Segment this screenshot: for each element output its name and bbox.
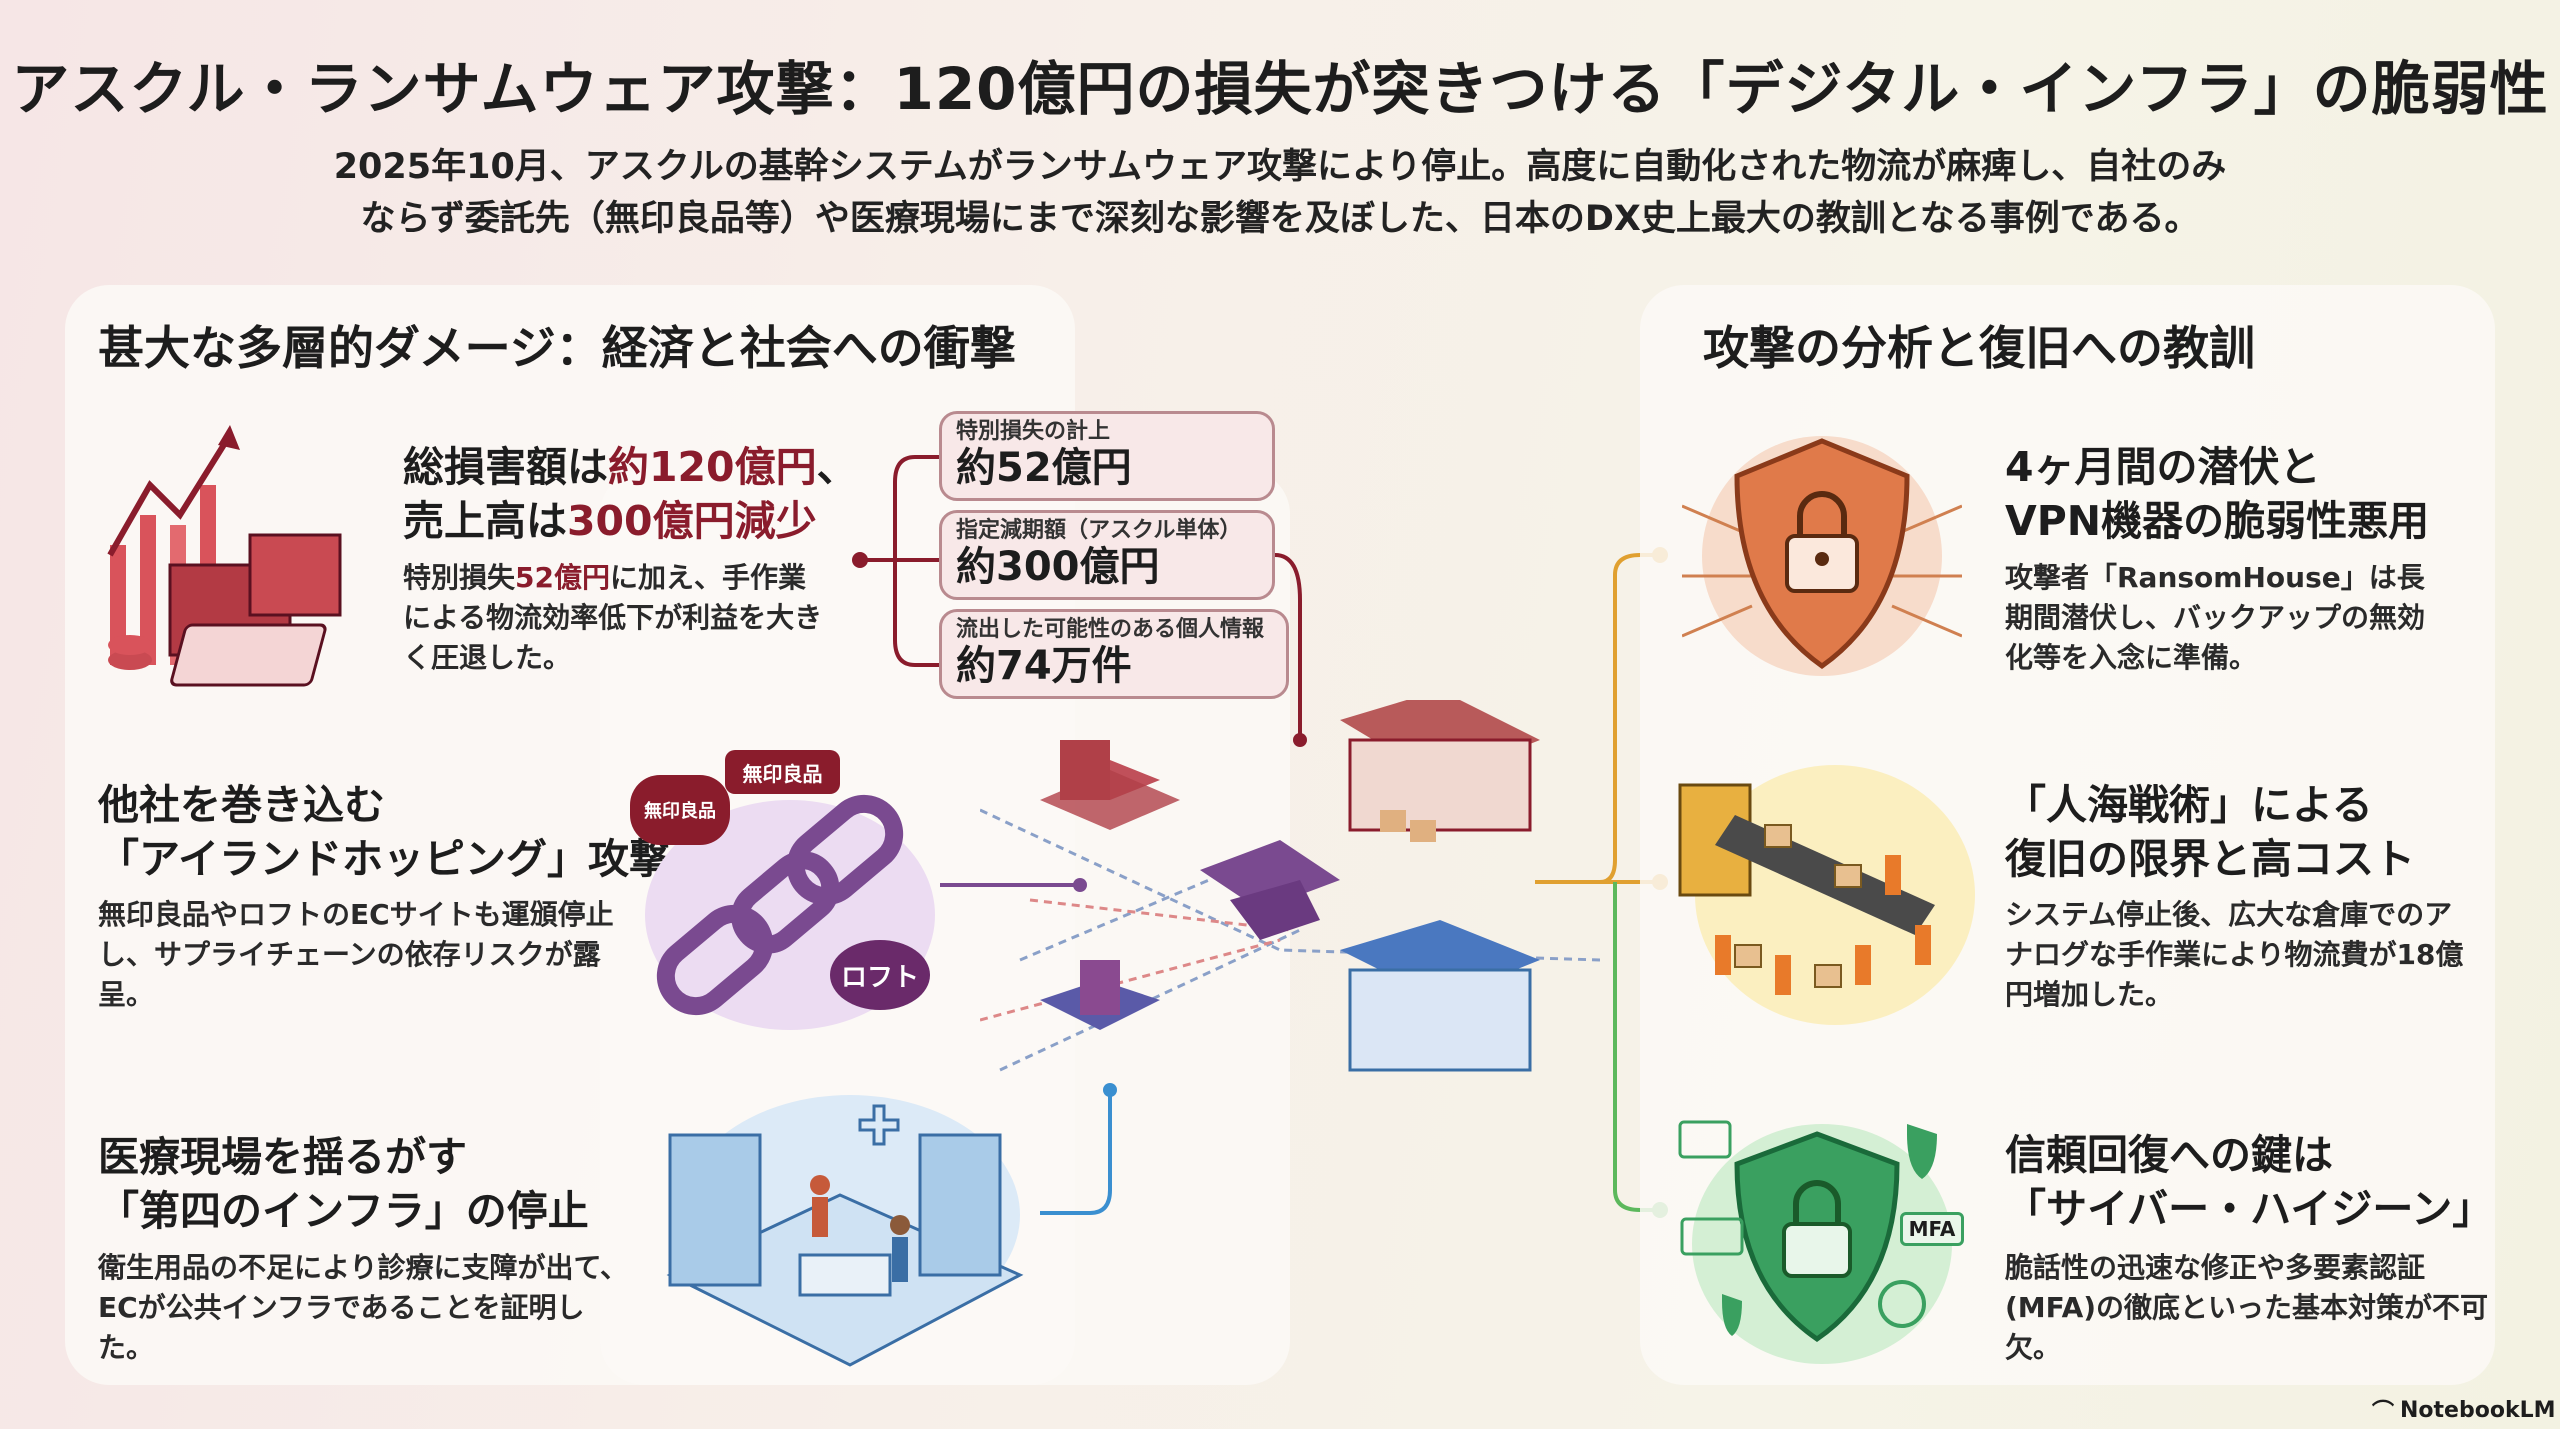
highlight-special-loss: 52億円: [515, 561, 610, 594]
subtitle-line-1: 2025年10月、アスクルの基幹システムがランサムウェア攻撃により停止。高度に自…: [333, 147, 2227, 187]
stat-label: 流出した可能性のある個人情報: [956, 617, 1265, 642]
stat-leaked-data: 流出した可能性のある個人情報約74万件: [939, 609, 1289, 699]
right-item-1-body: 攻撃者「RansomHouse」は長期間潜伏し、バックアップの無効化等を入念に準…: [2005, 561, 2426, 674]
title-line: 他社を巻き込む: [98, 781, 385, 829]
medical-room-illustration: [666, 1095, 1024, 1367]
page-title: アスクル・ランサムウェア攻撃：120億円の損失が突きつける「デジタル・インフラ」…: [11, 55, 2549, 123]
money-chart-illustration: [107, 425, 342, 687]
stat-label: 指定減期額（アスクル単体）: [956, 518, 1242, 543]
title-text: 売上高は: [403, 497, 567, 545]
title-text: 、: [816, 443, 858, 491]
mfa-badge: MFA: [1900, 1212, 1964, 1246]
item-2-body: 無印良品やロフトのECサイトも運頒停止し、サプライチェーンの依存リスクが露呈。: [98, 898, 614, 1011]
stat-value: 約52億円: [956, 445, 1132, 491]
item-3-body: 衛生用品の不足により診療に支障が出て、ECが公共インフラであることを証明した。: [98, 1251, 629, 1364]
muji-tag-2: 無印良品: [725, 750, 840, 794]
highlight-sales-drop: 300億円減少: [567, 497, 817, 545]
subtitle-line-2: ならず委託先（無印良品等）や医療現場にまで深刻な影響を及ぼした、日本のDX史上最…: [360, 199, 2200, 239]
right-item-2-body: システム停止後、広大な倉庫でのアナログな手作業により物流費が18億円増加した。: [2005, 898, 2464, 1011]
item-2-title: 他社を巻き込む「アイランドホッピング」攻撃: [98, 778, 670, 886]
body-text: 特別損失: [403, 561, 516, 594]
left-section-heading: 甚大な多層的ダメージ：経済と社会への衝撃: [98, 321, 1016, 375]
right-section-heading: 攻撃の分析と復旧への教訓: [1703, 321, 2255, 375]
title-line: 医療現場を揺るがす: [98, 1133, 467, 1181]
network-warehouses-illustration: [980, 700, 1600, 1072]
right-item-3-title: 信頼回復への鍵は「サイバー・ハイジーン」: [2005, 1128, 2493, 1236]
stat-special-loss: 特別損失の計上約52億円: [939, 411, 1275, 501]
notebooklm-brand: ⌒NotebookLM: [2372, 1394, 2556, 1426]
item-3-title: 医療現場を揺るがす「第四のインフラ」の停止: [98, 1130, 589, 1238]
muji-tag-1: 無印良品: [630, 775, 730, 845]
item-1-body: 特別損失52億円に加え、手作業による物流効率低下が利益を大きく圧退した。: [403, 558, 823, 678]
green-shield-lock-icon: [1678, 1120, 1952, 1364]
right-item-1-title: 4ヶ月間の潜伏と VPN機器の脆弱性悪用: [2005, 440, 2429, 548]
title-line: 「人海戦術」による: [2005, 781, 2373, 829]
shield-lock-icon: [1682, 436, 1962, 676]
title-line: 「サイバー・ハイジーン」: [2005, 1185, 2494, 1233]
broken-chain-icon: [656, 794, 904, 1016]
notebooklm-logo-icon: ⌒: [2372, 1400, 2395, 1425]
stat-label: 特別損失の計上: [956, 419, 1111, 444]
title-line: 信頼回復への鍵は: [2005, 1131, 2333, 1179]
title-line: 復旧の限界と高コスト: [2005, 835, 2415, 883]
title-line: 「アイランドホッピング」攻撃: [98, 835, 670, 883]
title-text: 総損害額は: [403, 443, 608, 491]
right-item-3-body: 脆話性の迅速な修正や多要素認証(MFA)の徹底といった基本対策が不可欠。: [2005, 1251, 2489, 1364]
stat-value: 約300億円: [956, 544, 1160, 590]
right-item-2-title: 「人海戦術」による復旧の限界と高コスト: [2005, 778, 2415, 886]
manual-labor-conveyor-illustration: [1678, 765, 1975, 1025]
title-line: 「第四のインフラ」の停止: [98, 1187, 589, 1235]
stat-revenue-decline: 指定減期額（アスクル単体）約300億円: [939, 510, 1275, 600]
brand-text: NotebookLM: [2400, 1397, 2556, 1423]
title-line: 4ヶ月間の潜伏と: [2005, 443, 2321, 491]
body-text: に加え、手作業による物流効率低下が利益を大きく圧退した。: [403, 561, 823, 674]
item-1-title: 総損害額は約120億円、売上高は300億円減少: [403, 440, 923, 548]
loft-tag: ロフト: [830, 940, 930, 1010]
stat-value: 約74万件: [956, 643, 1132, 689]
title-line: VPN機器の脆弱性悪用: [2005, 497, 2430, 545]
highlight-total-loss: 約120億円: [608, 443, 817, 491]
